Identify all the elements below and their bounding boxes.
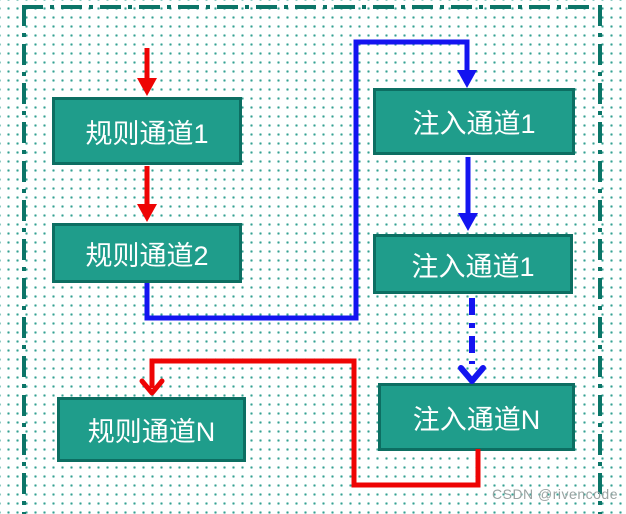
connector-red-injectN-ruleN-line (149, 358, 481, 488)
connector-red-injectN-ruleN-head (139, 378, 165, 396)
arrow-blue-dashed-inject1b-injectN-head (458, 365, 486, 384)
watermark: CSDN @rivencode (492, 486, 618, 502)
arrow-red-entry-head (137, 78, 157, 96)
arrow-blue-inject1a-inject1b-head (458, 213, 478, 231)
arrow-red-rule1-rule2-head (137, 204, 157, 222)
connector-blue-rule2-inject1-head (457, 70, 477, 88)
connector-blue-rule2-inject1-line (144, 39, 470, 321)
